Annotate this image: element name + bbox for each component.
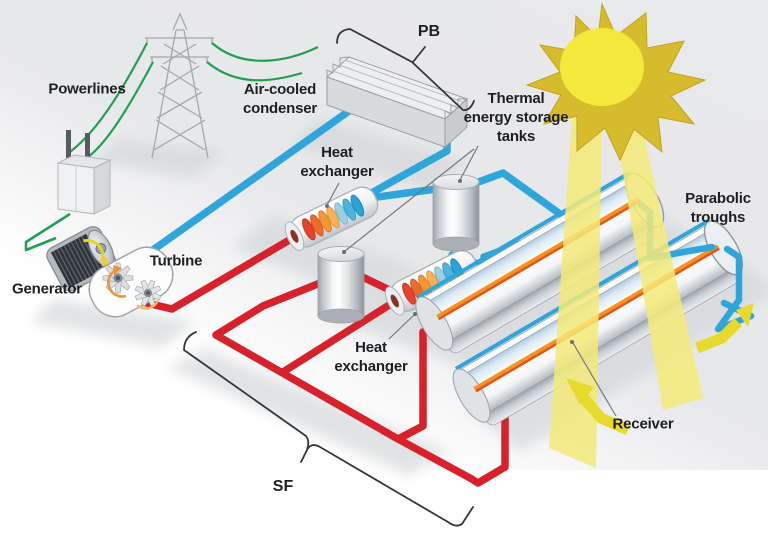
label-storage-tanks: Thermal energy storage tanks: [463, 90, 569, 146]
wire: [206, 61, 303, 82]
steam-flow-arrow-icon: [113, 265, 122, 275]
wire: [87, 61, 154, 158]
turbine: [88, 246, 174, 318]
receiver-tube: [436, 196, 640, 319]
hot-pipe-trough1-drop: [396, 328, 427, 442]
wire: [211, 42, 319, 62]
bushing: [85, 133, 90, 161]
heat-exchanger-coil: [302, 194, 365, 241]
bushing: [66, 130, 71, 158]
steam-flow-arrow-icon: [107, 268, 127, 298]
steam-flow-arrow-icon: [136, 299, 160, 310]
sun-beam: [549, 102, 602, 468]
ground-shadow: [30, 298, 195, 348]
heat-exchanger-top: [284, 186, 379, 252]
thermal-storage-tank-2: [317, 246, 365, 324]
generator-cable: [24, 212, 71, 252]
hot-pipe-turbine: [134, 228, 307, 313]
hot-pipe-hx-branch: [279, 293, 406, 376]
label-turbine: Turbine: [149, 252, 203, 270]
ground-shadow: [292, 118, 468, 190]
condenser-fins: [326, 56, 350, 77]
transmission-tower: [145, 12, 214, 159]
sun-icon: [525, 2, 707, 162]
sun-beam: [612, 108, 703, 410]
label-heat-exchanger-bottom: Heat exchanger: [334, 338, 408, 375]
label-powerlines: Powerlines: [48, 80, 126, 98]
hx-inlet: [390, 294, 399, 308]
label-heat-exchanger-top: Heat exchanger: [300, 143, 374, 180]
thermal-storage-tank-1: [432, 174, 480, 252]
reflection-arrow-icon: [736, 303, 754, 327]
label-parabolic-troughs: Parabolic troughs: [685, 189, 751, 226]
powerline-wires: [69, 42, 319, 158]
rotation-arrow-icon: [101, 255, 110, 267]
transformer: [56, 130, 112, 215]
label-air-cooled-condenser: Air-cooled condenser: [242, 80, 318, 117]
hx-inlet: [290, 229, 299, 243]
label-power-block: PB: [417, 22, 441, 40]
air-cooled-condenser: [326, 56, 468, 149]
rotation-arrow-icon: [82, 239, 105, 262]
pointer-lines: [325, 145, 617, 417]
reflection-arrow-icon: [566, 378, 594, 405]
label-receiver: Receiver: [612, 415, 674, 433]
ground-shadow: [168, 348, 450, 476]
reflection-arrows: [566, 303, 754, 436]
wire: [69, 42, 148, 153]
pb-bracket: [336, 28, 475, 111]
label-solar-field: SF: [272, 477, 294, 495]
cold-pipe-turbine-condenser: [125, 107, 353, 271]
turbine-fan: [102, 262, 162, 310]
label-generator: Generator: [12, 280, 82, 298]
sf-bracket: [183, 331, 474, 527]
sun-beams: [549, 102, 703, 468]
ground-shadow: [90, 138, 225, 178]
condenser-fins: [444, 98, 467, 119]
